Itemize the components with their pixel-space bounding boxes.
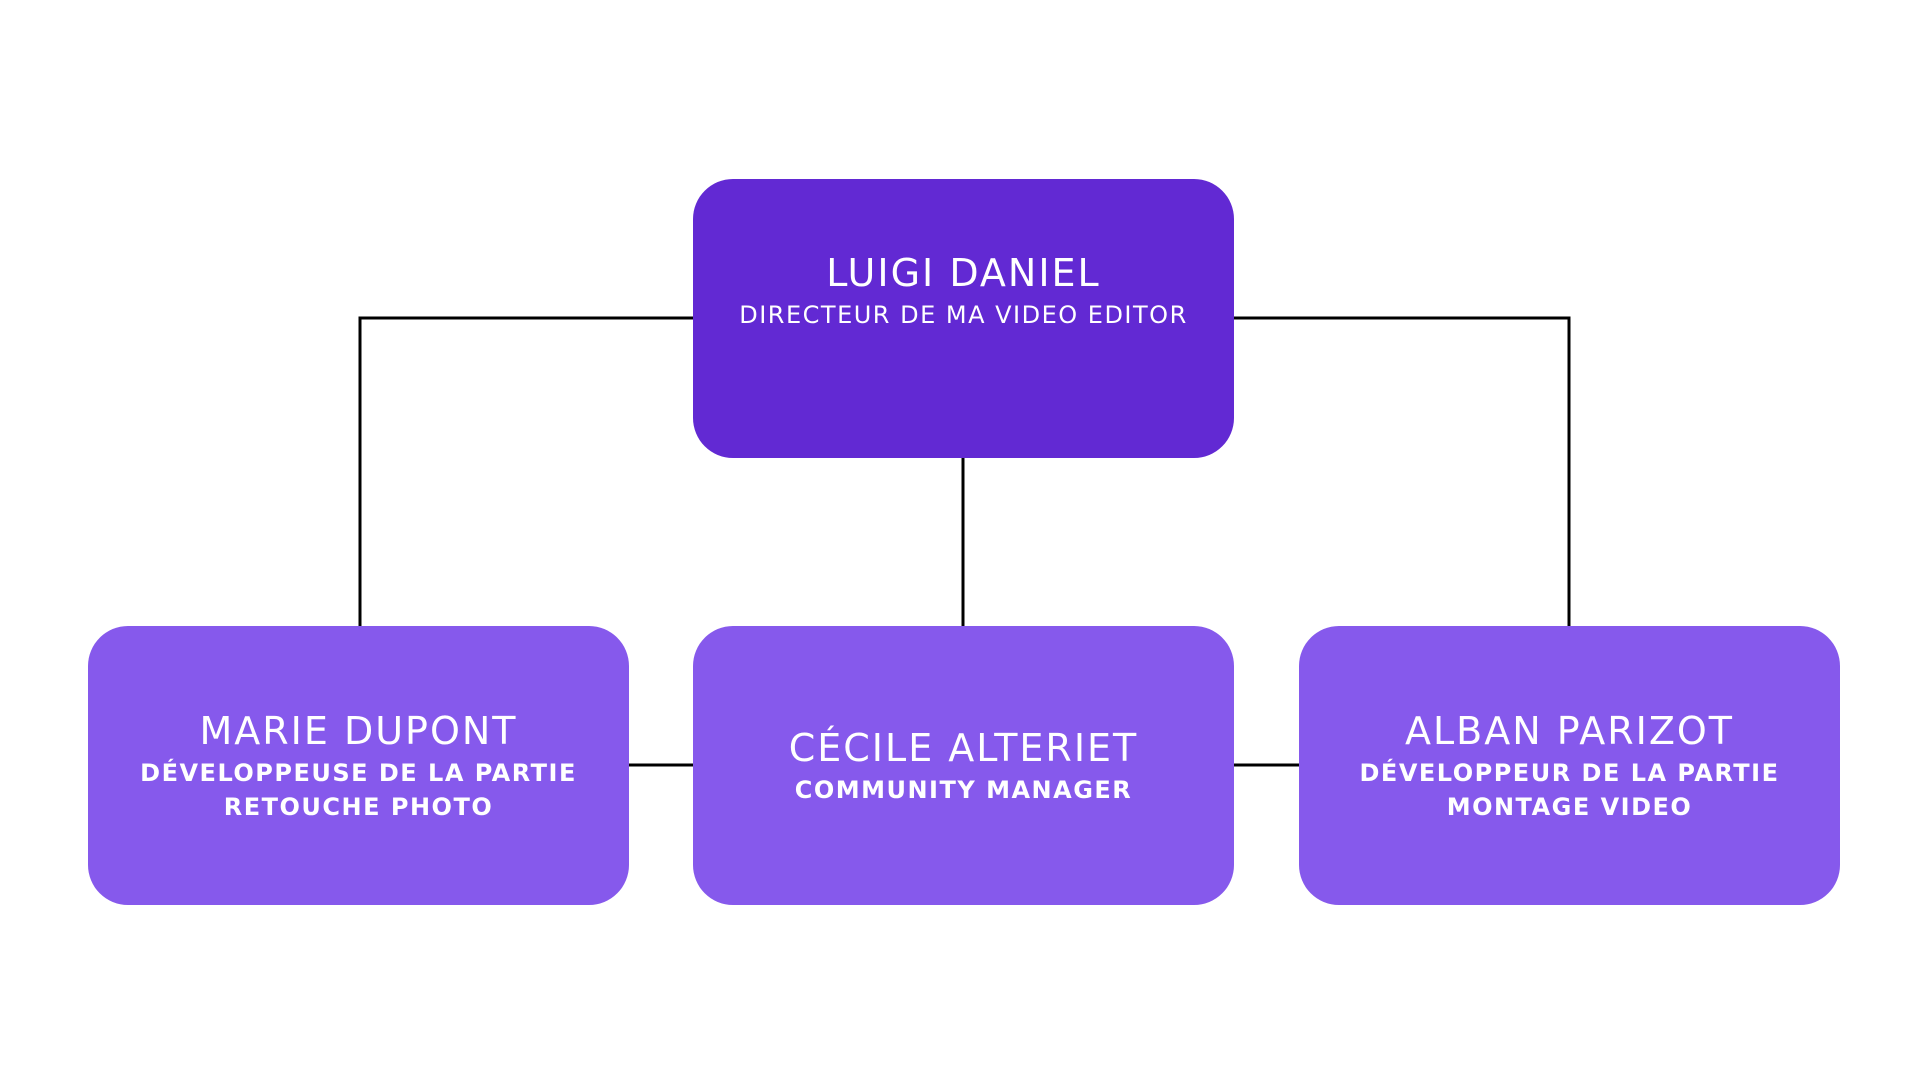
connector-root-to-right-child: [1234, 316, 1571, 626]
node-root-name: LUIGI DANIEL: [826, 250, 1101, 295]
node-child-alban-role-line2: MONTAGE VIDEO: [1446, 792, 1693, 821]
node-root-role: DIRECTEUR DE MA VIDEO EDITOR: [739, 300, 1188, 329]
node-child-marie-role-line2: RETOUCHE PHOTO: [223, 792, 494, 821]
node-child-alban-role-line1: DÉVELOPPEUR DE LA PARTIE: [1359, 758, 1780, 787]
node-child-alban-name: ALBAN PARIZOT: [1405, 708, 1734, 753]
node-child-marie-role-line1: DÉVELOPPEUSE DE LA PARTIE: [140, 758, 577, 787]
node-child-cecile-role-line1: COMMUNITY MANAGER: [794, 775, 1133, 804]
node-child-marie-name: MARIE DUPONT: [199, 708, 518, 753]
node-child-marie: MARIE DUPONT DÉVELOPPEUSE DE LA PARTIE R…: [88, 626, 629, 905]
node-child-cecile: CÉCILE ALTERIET COMMUNITY MANAGER: [693, 626, 1234, 905]
node-root: LUIGI DANIEL DIRECTEUR DE MA VIDEO EDITO…: [693, 179, 1234, 458]
node-child-cecile-name: CÉCILE ALTERIET: [788, 725, 1139, 770]
connector-root-to-left-child: [358, 316, 693, 626]
node-child-alban: ALBAN PARIZOT DÉVELOPPEUR DE LA PARTIE M…: [1299, 626, 1840, 905]
